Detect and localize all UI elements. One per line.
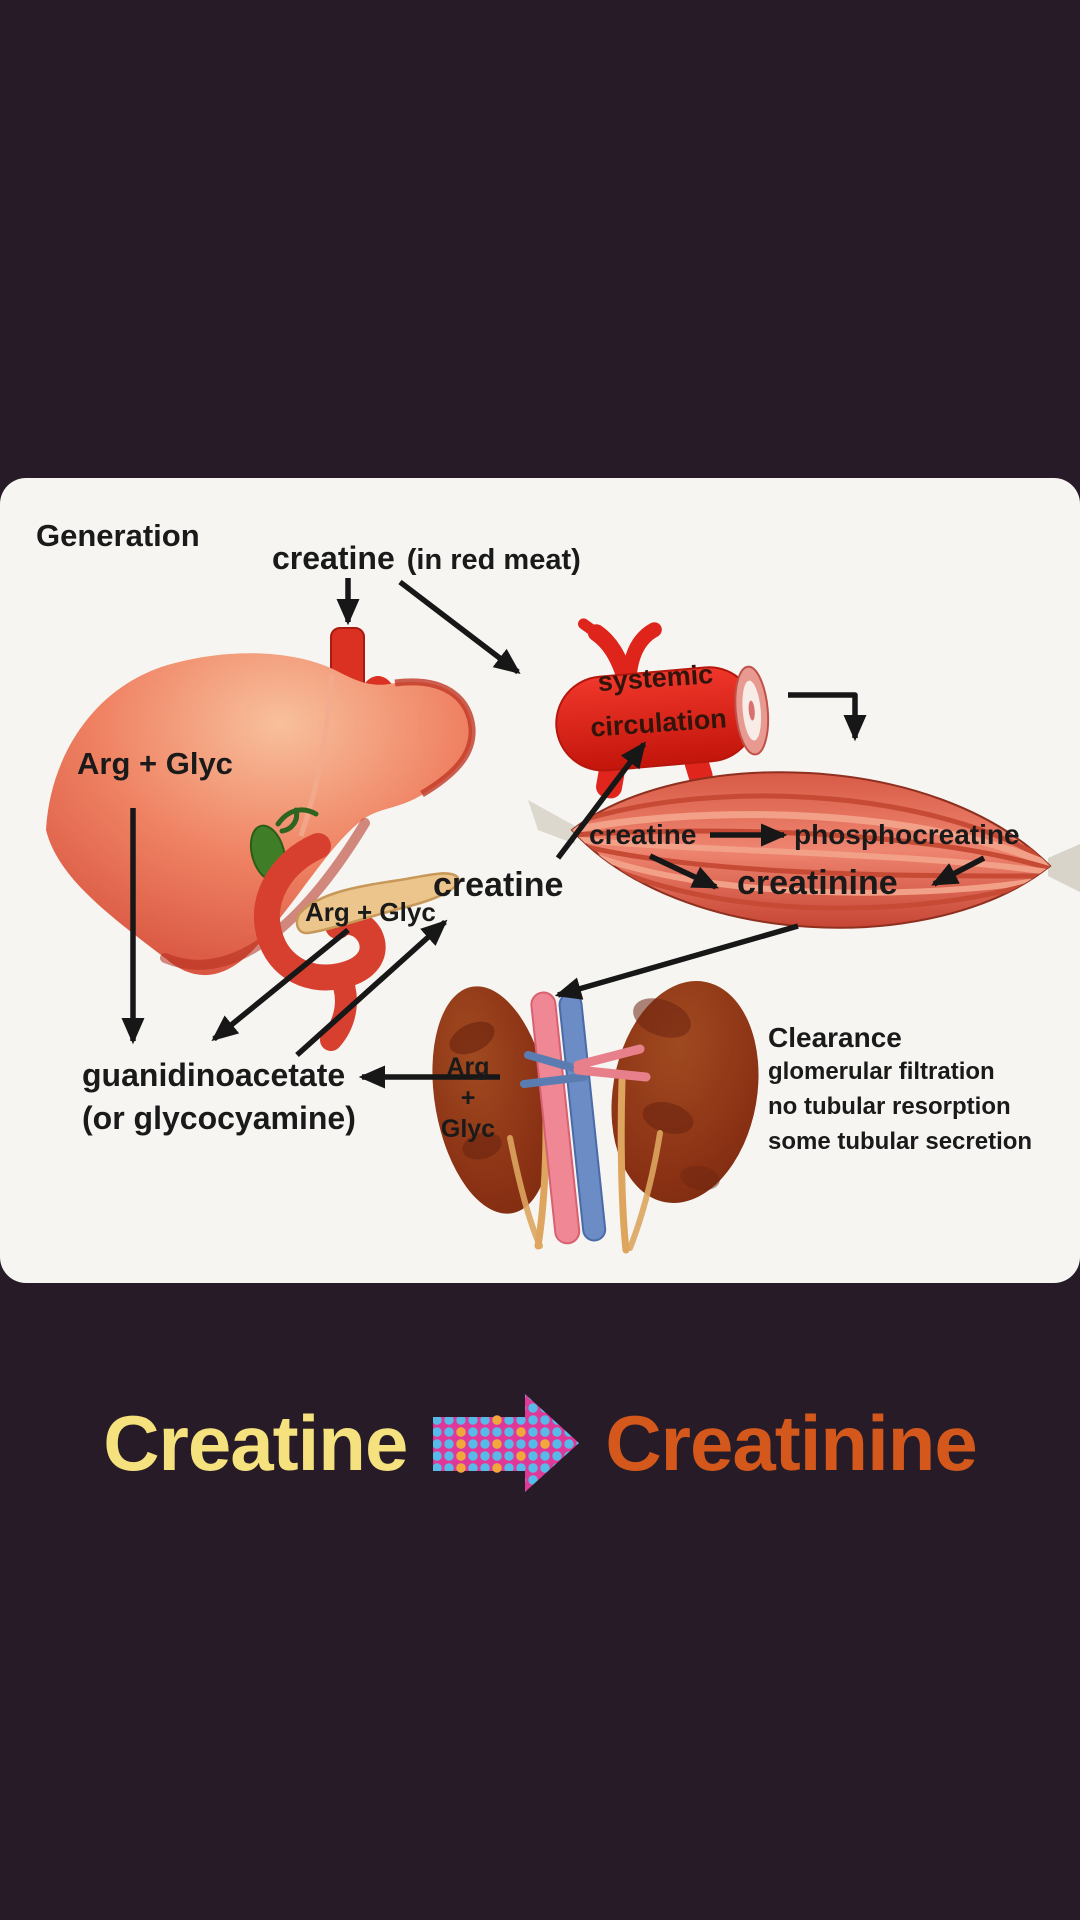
pancreas-substrate-label: Arg + Glyc (305, 897, 436, 927)
dietary-creatine-label: creatine (in red meat) (272, 540, 581, 577)
kidney-substrate-label: Arg + Glyc (430, 1052, 506, 1145)
clearance-item-1: glomerular filtration (768, 1058, 995, 1085)
clearance-block: Clearance glomerular filtration no tubul… (768, 1022, 1032, 1159)
dietary-creatine-note: (in red meat) (406, 544, 581, 576)
systemic-circulation-illustration (555, 618, 770, 799)
clearance-heading: Clearance (768, 1022, 902, 1053)
muscle-creatine-label: creatine (589, 819, 697, 850)
guanidinoacetate-label: guanidinoacetate (or glycocyamine) (82, 1054, 356, 1140)
kidney-substrate-line1: Arg (446, 1053, 490, 1081)
pixel-arrow-icon (433, 1394, 580, 1492)
muscle-illustration (528, 771, 1080, 929)
dietary-creatine-word: creatine (272, 540, 395, 576)
guanidinoacetate-line1: guanidinoacetate (82, 1057, 346, 1093)
clearance-item-3: some tubular secretion (768, 1128, 1033, 1155)
clearance-item-2: no tubular resorption (768, 1093, 1011, 1120)
muscle-phosphocreatine-label: phosphocreatine (794, 819, 1020, 850)
liver-substrate-label: Arg + Glyc (77, 746, 233, 781)
guanidinoacetate-line2: (or glycocyamine) (82, 1100, 356, 1136)
metabolism-diagram (46, 578, 1080, 1254)
flow-arrows (121, 578, 986, 1089)
kidneys-illustration (432, 980, 759, 1254)
duodenum-pancreas-illustration (253, 833, 460, 1051)
creatine-center-label: creatine (433, 866, 564, 904)
kidney-substrate-line3: Glyc (440, 1115, 496, 1143)
infographic-card: Generation creatine (in red meat) system… (0, 478, 1080, 1283)
title-banner: Creatine Creatinine (0, 1388, 1080, 1498)
section-title-generation: Generation (36, 518, 200, 553)
banner-creatinine-word: Creatinine (605, 1399, 977, 1487)
muscle-creatinine-label: creatinine (737, 864, 898, 902)
systemic-circulation-label: systemic circulation (542, 648, 772, 753)
banner-creatine-word: Creatine (103, 1399, 408, 1487)
kidney-substrate-line2: + (460, 1084, 476, 1112)
